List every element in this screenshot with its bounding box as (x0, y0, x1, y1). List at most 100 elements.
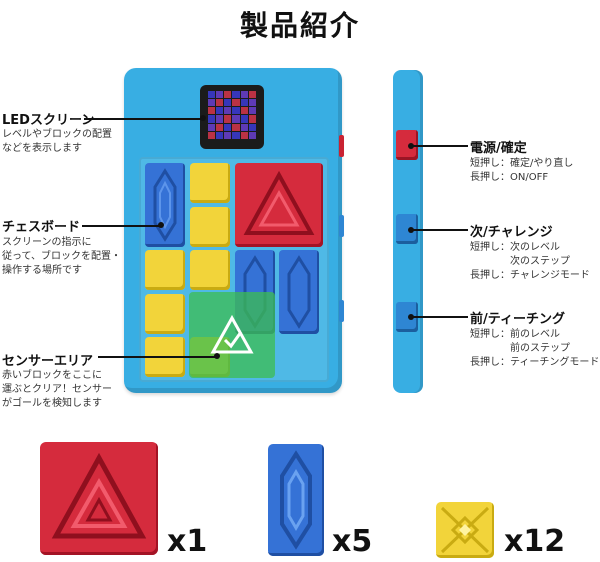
next-callout-text-2: 次のステップ (470, 256, 570, 267)
led-pixel (208, 107, 216, 115)
sensor-callout-text-2: 運ぶとクリア！センサー (2, 384, 112, 395)
prev-callout-text-2: 前のステップ (470, 343, 570, 354)
page-title: 製品紹介 (239, 9, 360, 42)
led-callout-line (84, 118, 204, 120)
yellow-piece-sample (436, 502, 494, 558)
red-piece-count: x1 (167, 524, 208, 559)
yellow-diamond-icon (440, 506, 490, 554)
blue-piece-sample (268, 444, 324, 556)
led-pixel (224, 91, 232, 99)
yellow-block (190, 207, 230, 247)
power-callout-text-2: 長押し：ON/OFF (470, 172, 549, 183)
led-pixel (248, 123, 256, 131)
led-pixel (232, 107, 240, 115)
led-pixel (240, 99, 248, 107)
led-pixel (248, 99, 256, 107)
next-callout-line (412, 229, 468, 231)
next-callout-text-1: 短押し：次のレベル (470, 242, 560, 253)
prev-callout-line (412, 316, 468, 318)
next-callout-heading: 次/チャレンジ (470, 225, 553, 240)
sensor-callout-text-1: 赤いブロックをここに (2, 370, 102, 381)
led-pixel (240, 131, 248, 139)
led-pixel (248, 131, 256, 139)
prev-callout-text-1: 短押し：前のレベル (470, 329, 560, 340)
power-callout-line (412, 145, 468, 147)
led-pixel (240, 115, 248, 123)
red-block (235, 163, 323, 247)
led-pixel (232, 131, 240, 139)
yellow-piece-count: x12 (504, 524, 566, 559)
led-screen (200, 85, 264, 149)
sensor-callout-text-3: がゴールを検知します (2, 398, 102, 409)
sensor-callout-line (98, 356, 218, 358)
led-pixel (232, 115, 240, 123)
board-callout-text-2: 従って、ブロックを配置・ (2, 251, 121, 262)
board-callout-heading: チェスボード (2, 220, 81, 235)
led-pixel (248, 91, 256, 99)
blue-block-icon (153, 168, 177, 242)
led-pixel (232, 99, 240, 107)
yellow-block (190, 163, 230, 203)
led-callout-dot (200, 115, 206, 121)
device-blue-side-button (339, 300, 344, 322)
prev-button (396, 302, 418, 332)
device-blue-side-button (339, 215, 344, 237)
led-pixel (248, 107, 256, 115)
next-button (396, 214, 418, 244)
red-triangle-icon (51, 452, 147, 539)
board-callout-text-1: スクリーンの指示に (2, 237, 92, 248)
prev-callout-dot (408, 314, 414, 320)
led-callout-text-2: などを表示します (2, 143, 82, 154)
yellow-block (190, 250, 230, 290)
led-pixel (240, 91, 248, 99)
led-pixel (208, 131, 216, 139)
sensor-icon (210, 314, 254, 354)
board-callout-dot (158, 222, 164, 228)
power-callout-heading: 電源/確定 (470, 141, 527, 156)
led-pixel (216, 91, 224, 99)
led-pixel (224, 115, 232, 123)
led-pixel (248, 115, 256, 123)
sensor-callout-heading: センサーエリア (2, 354, 94, 369)
next-callout-text-3: 長押し：チャレンジモード (470, 270, 590, 281)
blue-block-icon (287, 255, 311, 329)
power-callout-text-1: 短押し：確定/やり直し (470, 158, 574, 169)
led-pixel (216, 115, 224, 123)
blue-block (145, 163, 185, 247)
blue-capsule-icon (280, 450, 312, 550)
board-callout-text-3: 操作する場所です (2, 265, 82, 276)
led-callout-text-1: レベルやブロックの配置 (2, 129, 112, 140)
led-pixel (232, 91, 240, 99)
led-pixel (232, 123, 240, 131)
red-piece-sample (40, 442, 158, 555)
led-pixel (224, 99, 232, 107)
led-pixel (216, 107, 224, 115)
led-pixel (224, 131, 232, 139)
sensor-callout-dot (214, 353, 220, 359)
yellow-block (145, 250, 185, 290)
led-pixel (240, 123, 248, 131)
board-callout-line (82, 225, 162, 227)
led-pixel (208, 123, 216, 131)
led-pixel (240, 107, 248, 115)
led-pixel (216, 131, 224, 139)
led-pixel (216, 123, 224, 131)
led-pixel (224, 107, 232, 115)
red-block-icon (243, 170, 315, 235)
led-callout-heading: LEDスクリーン (2, 113, 95, 128)
led-pixel (216, 99, 224, 107)
prev-callout-text-3: 長押し：ティーチングモード (470, 357, 600, 368)
next-callout-dot (408, 227, 414, 233)
led-pixel (208, 91, 216, 99)
prev-callout-heading: 前/ティーチング (470, 312, 565, 327)
blue-piece-count: x5 (332, 524, 373, 559)
led-pixel (224, 123, 232, 131)
device-red-side-button (339, 135, 344, 157)
yellow-block (145, 294, 185, 334)
power-callout-dot (408, 143, 414, 149)
led-pixel (208, 99, 216, 107)
sensor-area (189, 292, 275, 378)
blue-block (279, 250, 319, 334)
power-button (396, 130, 418, 160)
led-pixel (208, 115, 216, 123)
